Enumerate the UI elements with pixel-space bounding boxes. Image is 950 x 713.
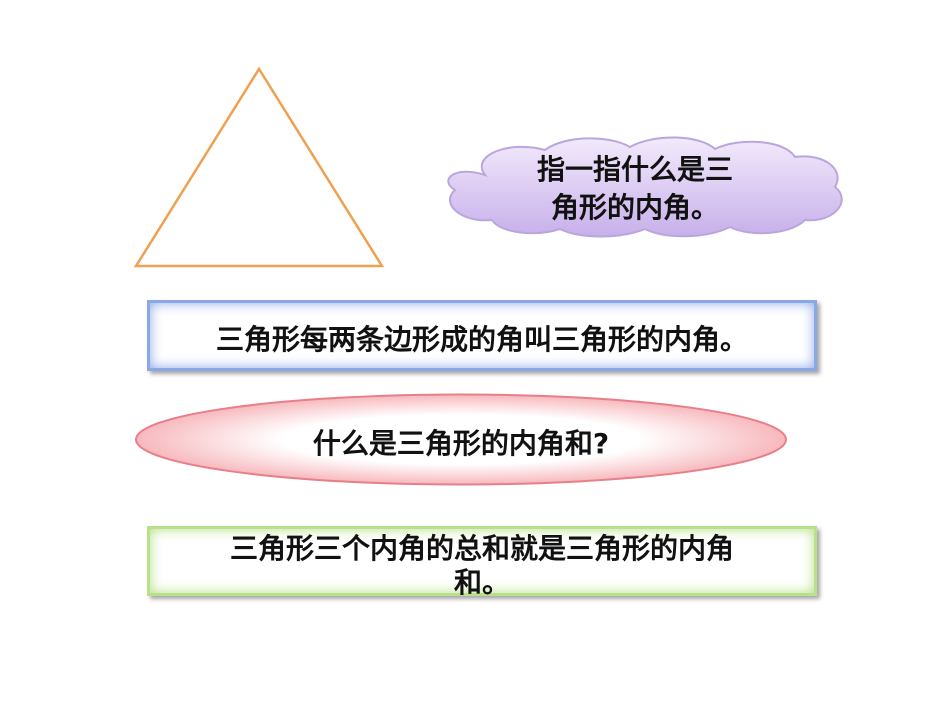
answer-text-line2: 和。 xyxy=(453,566,510,599)
cloud-text-line1: 指一指什么是三 xyxy=(536,153,733,186)
ellipse-shape xyxy=(135,393,787,486)
cloud-text: 指一指什么是三 角形的内角。 xyxy=(505,151,765,227)
answer-text: 三角形三个内角的总和就是三角形的内角 和。 xyxy=(185,532,779,600)
cloud-callout: 指一指什么是三 角形的内角。 xyxy=(440,135,855,240)
triangle-outline xyxy=(133,66,385,268)
definition-box: 三角形每两条边形成的角叫三角形的内角。 xyxy=(147,300,817,371)
answer-text-line1: 三角形三个内角的总和就是三角形的内角 xyxy=(229,532,734,565)
answer-box: 三角形三个内角的总和就是三角形的内角 和。 xyxy=(147,526,817,599)
definition-text: 三角形每两条边形成的角叫三角形的内角。 xyxy=(215,323,748,356)
cloud-shape xyxy=(447,136,843,238)
question-ellipse: 什么是三角形的内角和? xyxy=(133,392,789,487)
cloud-text-line2: 角形的内角。 xyxy=(550,191,719,224)
question-text: 什么是三角形的内角和? xyxy=(312,427,610,460)
